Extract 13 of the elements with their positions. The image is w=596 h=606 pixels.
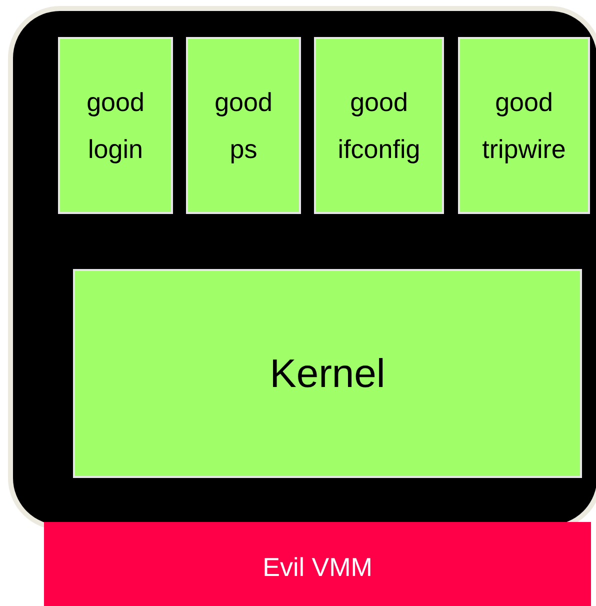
program-box	[58, 37, 173, 214]
kernel-label: Kernel	[270, 350, 386, 398]
vmm-bar	[44, 522, 591, 606]
kernel-box	[73, 269, 582, 478]
program-label: good tripwire	[481, 86, 567, 166]
system-panel	[8, 6, 596, 530]
program-label: good login	[86, 86, 146, 166]
program-box	[458, 37, 590, 214]
program-label: good ps	[214, 86, 274, 166]
program-box	[186, 37, 301, 214]
program-box	[314, 37, 444, 214]
program-label: good ifconfig	[336, 86, 422, 166]
vmm-label: Evil VMM	[262, 550, 372, 584]
